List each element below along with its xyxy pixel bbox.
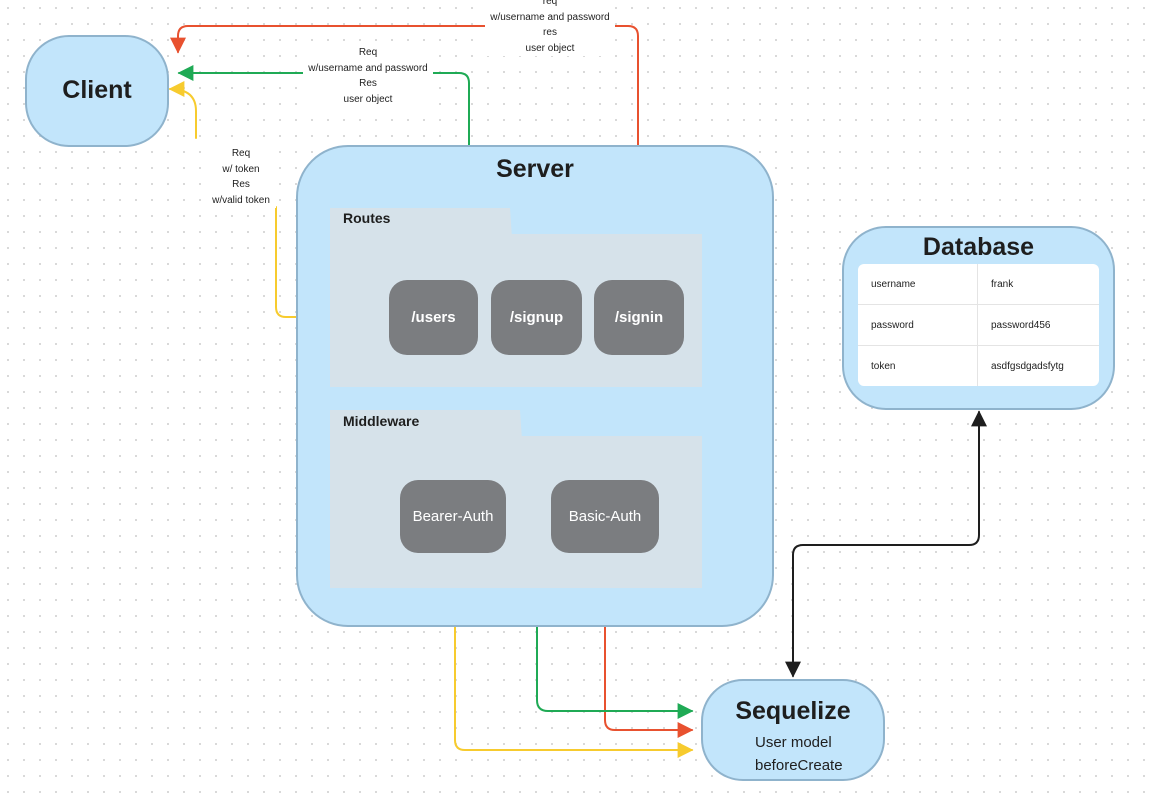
sequelize-line-beforecreate: beforeCreate <box>755 757 843 774</box>
signup-edge-label: Req w/username and password Res user obj… <box>303 45 433 107</box>
database-title: Database <box>922 233 1035 261</box>
users-edge-label-line: Req <box>231 148 251 159</box>
signin-client-wire <box>170 25 646 276</box>
middleware-section-tab <box>330 410 522 440</box>
signin-edge-label: req w/username and password res user obj… <box>485 0 615 56</box>
signup-edge-label-line: user object <box>343 93 393 105</box>
middleware-bearer-auth[interactable]: Bearer-Auth <box>400 480 506 553</box>
table-cell-key: password <box>858 305 978 345</box>
users-edge-label-line: w/valid token <box>212 194 270 206</box>
table-cell-value: password456 <box>991 319 1051 331</box>
signup-edge-label-line: w/username and password <box>308 62 428 74</box>
signup-edge-label-line: Res <box>359 78 377 89</box>
table-row: username frank <box>858 264 1099 305</box>
basicauth-sequelize-wire <box>597 555 694 738</box>
middleware-section-label: Middleware <box>343 413 420 429</box>
table-row: password password456 <box>858 305 1099 346</box>
signin-edge-label-line: res <box>543 27 557 38</box>
table-cell-key: username <box>858 264 978 304</box>
table-row: token asdfgsdgadsfytg <box>858 346 1099 386</box>
signin-edge-label-line: req <box>542 0 558 7</box>
sequelize-title: Sequelize <box>735 697 851 725</box>
signup-sequelize-wire <box>536 355 694 719</box>
middleware-basic-auth[interactable]: Basic-Auth <box>551 480 659 553</box>
route-signup[interactable]: /signup <box>491 280 582 355</box>
signin-edge-label-line: user object <box>525 42 575 54</box>
table-cell-value: frank <box>991 278 1014 290</box>
routes-section-tab <box>330 208 512 238</box>
users-edge-label: Req w/ token Res w/valid token <box>206 146 276 208</box>
server-title: Server <box>496 155 574 183</box>
signin-edge-label-line: w/username and password <box>490 11 610 23</box>
signup-edge-label-line: Req <box>358 47 378 58</box>
users-route-wire <box>275 206 386 325</box>
table-cell-value: asdfgsdgadsfytg <box>991 360 1064 372</box>
users-edge-label-line: Res <box>232 179 250 190</box>
users-edge-label-line: w/ token <box>222 163 260 175</box>
database-sequelize-wire <box>785 410 987 678</box>
users-client-wire <box>168 81 197 139</box>
sequelize-node[interactable]: Sequelize User model beforeCreate <box>701 679 885 781</box>
routes-section-label: Routes <box>343 210 391 226</box>
sequelize-line-user-model: User model <box>755 734 832 751</box>
client-node[interactable]: Client <box>25 35 169 147</box>
bearerauth-sequelize-wire <box>454 554 694 758</box>
route-signin[interactable]: /signin <box>594 280 684 355</box>
route-users[interactable]: /users <box>389 280 478 355</box>
database-table: username frank password password456 toke… <box>858 264 1099 386</box>
table-cell-key: token <box>858 346 978 386</box>
client-title: Client <box>62 76 132 104</box>
